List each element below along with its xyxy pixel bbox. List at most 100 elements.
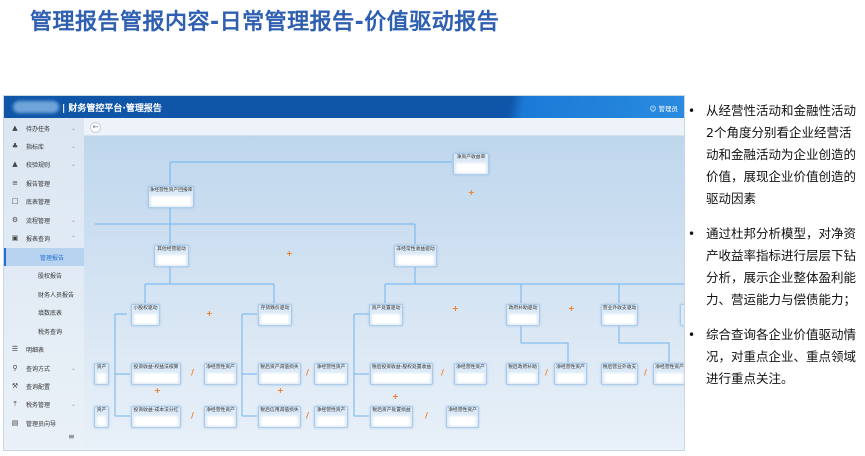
plus-operator: + — [286, 249, 293, 258]
tree-node-leaf[interactable]: 净经营性资产 — [314, 363, 348, 385]
tree-node-leaf[interactable]: 税后投资收益-股权处置收益 — [370, 363, 433, 385]
node-label: 净经营性资产 — [316, 408, 346, 413]
node-value — [449, 416, 476, 426]
tree-node-leaf[interactable]: 资产 — [94, 363, 109, 385]
sidebar-item-report-query[interactable]: ▣报表查询⌃ — [4, 229, 84, 247]
list-icon: ☰ — [11, 345, 19, 353]
node-label: 投资收益-成本法分红 — [133, 408, 179, 413]
node-value — [509, 373, 536, 383]
plus-operator: + — [452, 304, 459, 313]
app-window: | 财务管控平台·管理报告 ☺ 管理员 ▲待办任务⌄ ♣指标库⌄ ▲校验规则⌄ … — [3, 95, 685, 451]
node-value — [207, 416, 234, 426]
tree-node-leaf[interactable]: 税后营业外收支 — [601, 363, 638, 385]
tree-node-leaf[interactable]: 净经营性资产 — [314, 406, 348, 428]
sidebar-item-label: 明细表 — [26, 346, 45, 354]
node-value — [656, 373, 683, 383]
back-arrow-icon[interactable]: ← — [90, 122, 101, 133]
cluster-icon: ♣ — [11, 142, 19, 150]
tree-node-leaf[interactable]: 资产 — [94, 406, 109, 428]
node-value — [373, 416, 410, 426]
sidebar-item-query-config[interactable]: ⚒ 查询配置 — [4, 377, 84, 395]
node-value — [134, 373, 178, 383]
divide-operator: / — [425, 411, 428, 420]
document-icon: □ — [11, 197, 19, 205]
tree-node-l3[interactable]: 营业外收支驱动 — [601, 304, 638, 326]
sidebar-item-equity-report[interactable]: 股权报告 — [4, 266, 84, 284]
tree-node-l2[interactable]: 其他经营驱动 — [154, 245, 189, 267]
node-label: 资产处置驱动 — [371, 306, 401, 311]
sidebar-item-tax-query[interactable]: 税务查询 — [4, 322, 84, 340]
tree-node-l1[interactable]: 净经营性资产回报率 — [148, 186, 194, 208]
tree-node-l3[interactable]: 存货跌价驱动 — [258, 304, 292, 326]
sidebar-item-finance-staff-report[interactable]: 财务人员报告 — [4, 285, 84, 303]
sliders-icon: ≡ — [12, 179, 18, 187]
tree-node-leaf[interactable]: 投资收益-权益法核算 — [131, 363, 181, 385]
bullet-item: 通过杜邦分析模型，对净资产收益率指标进行层层下钻分析，展示企业整体盈利能力、营运… — [688, 223, 863, 311]
tree-node-l3[interactable]: 政府补助驱动 — [506, 304, 540, 326]
sidebar-item-detail[interactable]: ☰ 明细表 — [4, 340, 84, 358]
chevron-up-icon: ⌃ — [70, 234, 76, 242]
sidebar-item-label: 底表管理 — [26, 198, 51, 206]
node-label: 净经营性资产 — [206, 365, 235, 370]
node-label: 税后信用减值损失 — [260, 408, 299, 413]
sidebar-item-admin-guide[interactable]: ▤管理员向导 — [4, 414, 84, 432]
tree-node-leaf[interactable]: 税后资产处置损益 — [370, 406, 413, 428]
sidebar-item-label: 报表查询 — [26, 235, 51, 243]
chevron-down-icon: ⌄ — [70, 142, 76, 150]
node-label: 资产 — [96, 408, 107, 413]
tree-node-l2[interactable]: 非经常性收益驱动 — [394, 245, 437, 267]
user-icon: ☺ — [649, 105, 659, 113]
node-value — [397, 255, 434, 265]
tree-node-leaf[interactable]: 税后信用减值损失 — [258, 406, 301, 428]
tree-node-l3[interactable]: 资产处置驱动 — [369, 304, 403, 326]
plus-operator: + — [392, 392, 399, 401]
node-label: 税后资产处置损益 — [372, 408, 411, 413]
divide-operator: / — [441, 368, 444, 377]
tree-node-leaf[interactable]: 净经营性资产 — [446, 406, 479, 428]
tree-node-leaf[interactable]: 净经营性资产 — [204, 363, 237, 385]
tree-node-leaf[interactable]: 净经营性资产 — [653, 363, 684, 385]
divide-operator: / — [644, 368, 647, 377]
sidebar-item-rules[interactable]: ▲校验规则⌄ — [4, 155, 84, 173]
chevron-down-icon: ⌄ — [70, 160, 76, 168]
sidebar-item-todo[interactable]: ▲待办任务⌄ — [4, 119, 84, 137]
sidebar-item-fill-table[interactable]: 填数底表 — [4, 303, 84, 321]
tree-node-leaf[interactable]: 净经营性资产 — [204, 406, 237, 428]
sidebar-item-process[interactable]: ⚙流程管理⌄ — [4, 211, 84, 229]
node-value — [604, 314, 635, 324]
sidebar-item-label: 查询方式 — [26, 365, 51, 373]
tree-node-root[interactable]: 净资产收益率 — [453, 153, 489, 175]
divide-operator: / — [545, 368, 548, 377]
node-label: 净经营性资产回报率 — [149, 188, 193, 193]
user-name: 管理员 — [658, 105, 679, 113]
sidebar-item-label: 查询配置 — [26, 383, 51, 391]
collapse-menu-icon[interactable]: ≡ — [68, 432, 75, 441]
wrench-icon: ⚒ — [11, 382, 19, 390]
tree-node-l3[interactable]: 小股权驱动 — [131, 304, 160, 326]
tree-node-leaf[interactable]: 净经营性资产 — [554, 363, 587, 385]
tree-node-l3[interactable] — [680, 304, 684, 326]
node-label: 净经营性资产 — [206, 408, 235, 413]
sidebar-item-tax-mgmt[interactable]: ⤒税务管理⌄ — [4, 395, 84, 413]
sidebar-item-indicators[interactable]: ♣指标库⌄ — [4, 137, 84, 155]
guide-icon: ▤ — [11, 419, 19, 427]
sidebar-item-query-mode[interactable]: ⚲查询方式⌄ — [4, 359, 84, 377]
divide-operator: / — [191, 411, 194, 420]
node-label: 净经营性资产 — [316, 365, 346, 370]
app-header: | 财务管控平台·管理报告 ☺ 管理员 — [4, 96, 684, 118]
tree-node-leaf[interactable]: 税后资产减值损失 — [258, 363, 301, 385]
gear-icon: ⚙ — [11, 216, 19, 224]
tree-node-leaf[interactable]: 净经营性资产 — [454, 363, 487, 385]
main-content: ← — [84, 118, 684, 450]
node-label: 净资产收益率 — [456, 155, 486, 160]
sidebar-item-base-table[interactable]: □ 底表管理 — [4, 192, 84, 210]
chevron-down-icon: ⌄ — [70, 124, 76, 132]
user-menu[interactable]: ☺ 管理员 — [650, 103, 678, 113]
sidebar-item-management-report[interactable]: 管理报告 — [4, 248, 84, 266]
tree-node-leaf[interactable]: 税后政府补助 — [506, 363, 539, 385]
upload-icon: ⤒ — [13, 399, 17, 408]
sidebar-item-label: 流程管理 — [26, 217, 51, 225]
node-value — [207, 373, 234, 383]
sidebar-item-report-mgmt[interactable]: ≡报告管理 — [4, 174, 84, 192]
tree-node-leaf[interactable]: 投资收益-成本法分红 — [131, 406, 181, 428]
